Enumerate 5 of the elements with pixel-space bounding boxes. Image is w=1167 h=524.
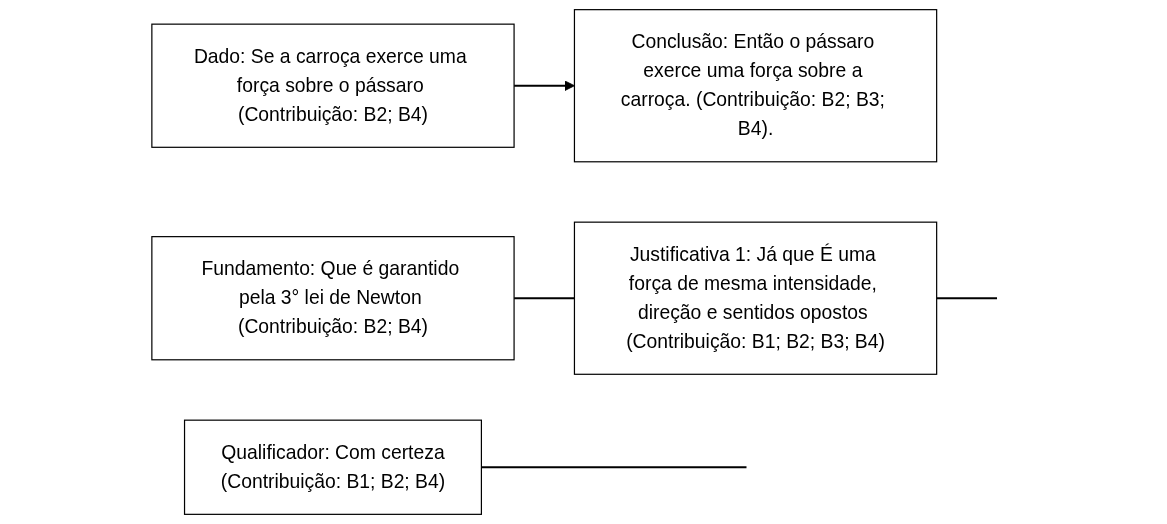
node-box: Justificativa 1: Já que É uma força de mesma intensidade, direção e sentidos opostos (Contribuição: B1; B2; B3; B4) [573,221,938,375]
node-box: Dado: Se a carroça exerce uma força sobre o pássaro (Contribuição: B2; B4) [151,23,515,148]
node-box: Qualificador: Com certeza (Contribuição: B1; B2; B4) [183,419,482,515]
node-box: Fundamento: Que é garantido pela 3° lei de Newton (Contribuição: B2; B4) [151,236,515,361]
node-box: Conclusão: Então o pássaro exerce uma força sobre a carroça. (Contribuição: B2; B3; B4). [573,9,938,163]
